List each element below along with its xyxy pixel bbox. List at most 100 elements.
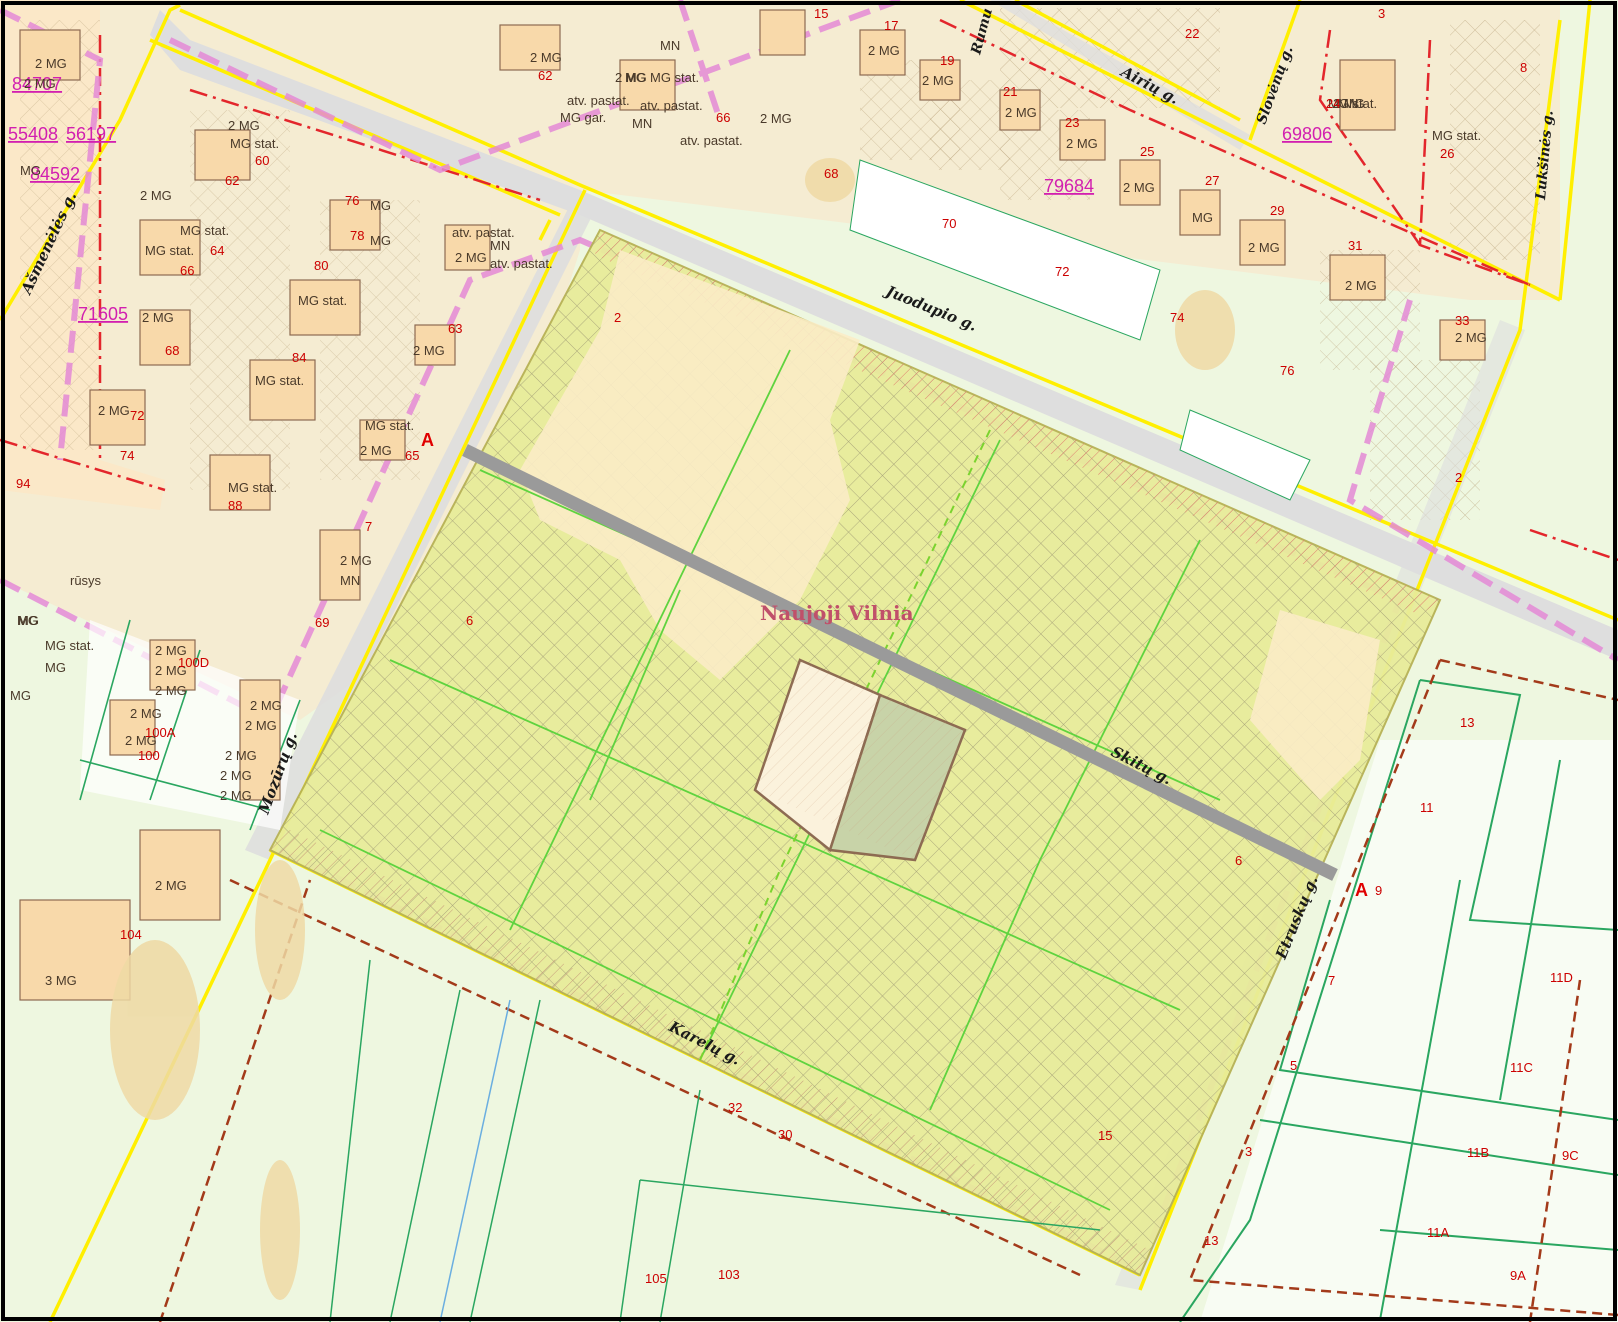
house-number-label[interactable]: 30 [778,1127,792,1142]
building-label[interactable]: MG [45,660,66,675]
house-number-label[interactable]: 62 [538,68,552,83]
house-number-label[interactable]: 68 [165,343,179,358]
house-number-label[interactable]: 7 [1328,973,1335,988]
building-label[interactable]: 2 MG [98,403,130,418]
building-label[interactable]: MG stat. [230,136,279,151]
building-label[interactable]: 2 MG [250,698,282,713]
house-number-label[interactable]: 32 [728,1100,742,1115]
building-label[interactable]: MG stat. [1328,96,1377,111]
house-number-label[interactable]: 5 [1290,1058,1297,1073]
building-label[interactable]: 2 MG [760,111,792,126]
house-number-label[interactable]: 84 [292,350,306,365]
building-label[interactable]: atv. pastat. [640,98,703,113]
building-label[interactable]: atv. pastat. [452,225,515,240]
parcel-id-label[interactable]: 79684 [1044,176,1094,196]
building-label[interactable]: 2 MG [615,70,647,85]
house-number-label[interactable]: 11B [1467,1145,1489,1160]
house-number-label[interactable]: 2 [614,310,621,325]
building-label[interactable]: MG [20,163,41,178]
building-label[interactable]: MG stat. [228,480,277,495]
house-number-label[interactable]: 70 [942,216,956,231]
house-number-label[interactable]: 11C [1510,1060,1533,1075]
central-block[interactable] [753,658,967,862]
house-number-label[interactable]: 3 [1245,1144,1252,1159]
building-label[interactable]: 2 MG [413,343,445,358]
house-number-label[interactable]: 65 [405,448,419,463]
house-number-label[interactable]: 72 [130,408,144,423]
house-number-label[interactable]: 17 [884,18,898,33]
building-label[interactable]: 2 MG [455,250,487,265]
house-number-label[interactable]: 66 [716,110,730,125]
building-label[interactable]: MG [10,688,31,703]
building-label[interactable]: 2 MG [1123,180,1155,195]
house-number-label[interactable]: 63 [448,321,462,336]
building-label[interactable]: 2 MG [228,118,260,133]
building-label[interactable]: 2 MG [155,878,187,893]
building-label[interactable]: rūsys [70,573,102,588]
building-label[interactable]: MG [17,613,38,628]
house-number-label[interactable]: 31 [1348,238,1362,253]
house-number-label[interactable]: 24 [1326,96,1340,111]
building-label[interactable]: MG [370,233,391,248]
house-number-label[interactable]: 9A [1510,1268,1526,1283]
house-number-label[interactable]: 80 [314,258,328,273]
building-label[interactable]: 3 MG [45,973,77,988]
house-number-label[interactable]: 60 [255,153,269,168]
building-label[interactable]: 2 MG [1333,96,1365,111]
building-label[interactable]: MG stat. [180,223,229,238]
building-label[interactable]: MG [370,198,391,213]
house-number-label[interactable]: 69 [315,615,329,630]
parcel-id-label[interactable]: 55408 [8,124,58,144]
building-label[interactable]: 2 MG [220,768,252,783]
building-label[interactable]: 2 MG [245,718,277,733]
parcel-id-label[interactable]: 71605 [78,304,128,324]
building-label[interactable]: 2 MG [1005,105,1037,120]
house-number-label[interactable]: 62 [225,173,239,188]
house-number-label[interactable]: 21 [1003,84,1017,99]
house-number-label[interactable]: 33 [1455,313,1469,328]
house-number-label[interactable]: 11D [1550,970,1573,985]
house-number-label[interactable]: 64 [210,243,224,258]
building-label[interactable]: 2 MG [125,733,157,748]
house-number-label[interactable]: 7 [365,519,372,534]
parcel-id-label[interactable]: 84707 [12,74,62,94]
house-number-label[interactable]: 13 [1460,715,1474,730]
house-number-label[interactable]: 74 [1170,310,1184,325]
house-number-label[interactable]: 66 [180,263,194,278]
building-label[interactable]: 2 MG [140,188,172,203]
building-label[interactable]: 2 MG [155,643,187,658]
building-label[interactable]: 2 MG [360,443,392,458]
house-number-label[interactable]: 23 [1065,115,1079,130]
house-number-label[interactable]: 2 [1455,470,1462,485]
building-label[interactable]: MN [490,238,510,253]
house-number-label[interactable]: 11A [1427,1225,1449,1240]
building-label[interactable]: 2 MG [225,748,257,763]
building-label[interactable]: MN [660,38,680,53]
skitu-road[interactable] [462,444,1338,881]
house-number-label[interactable]: 26 [1440,146,1454,161]
house-number-label[interactable]: 9 [1375,883,1382,898]
building-label[interactable]: 2 MG [220,788,252,803]
house-number-label[interactable]: 19 [940,53,954,68]
building-label[interactable]: 2 MG [1455,330,1487,345]
building-label[interactable]: 2 MG [155,663,187,678]
building-label[interactable]: MG stat. [365,418,414,433]
house-number-label[interactable]: 11 [1420,800,1434,815]
house-number-label[interactable]: 15 [1098,1128,1112,1143]
building-label[interactable]: 2 MG [340,553,372,568]
house-number-label[interactable]: 68 [824,166,838,181]
building-label[interactable]: MG stat. [145,243,194,258]
building-label[interactable]: 2 MG [35,56,67,71]
building-label[interactable]: 2 MG [530,50,562,65]
house-number-label[interactable]: 105 [645,1271,667,1286]
house-number-label[interactable]: 88 [228,498,242,513]
building-label[interactable]: 2 MG [1345,278,1377,293]
section-marker-a-east[interactable]: A [1355,880,1368,900]
building-label[interactable]: MG stat. [298,293,347,308]
house-number-label[interactable]: 78 [350,228,364,243]
section-marker-a-west[interactable]: A [421,430,434,450]
house-number-label[interactable]: 76 [1280,363,1294,378]
parcel-id-label[interactable]: 56197 [66,124,116,144]
